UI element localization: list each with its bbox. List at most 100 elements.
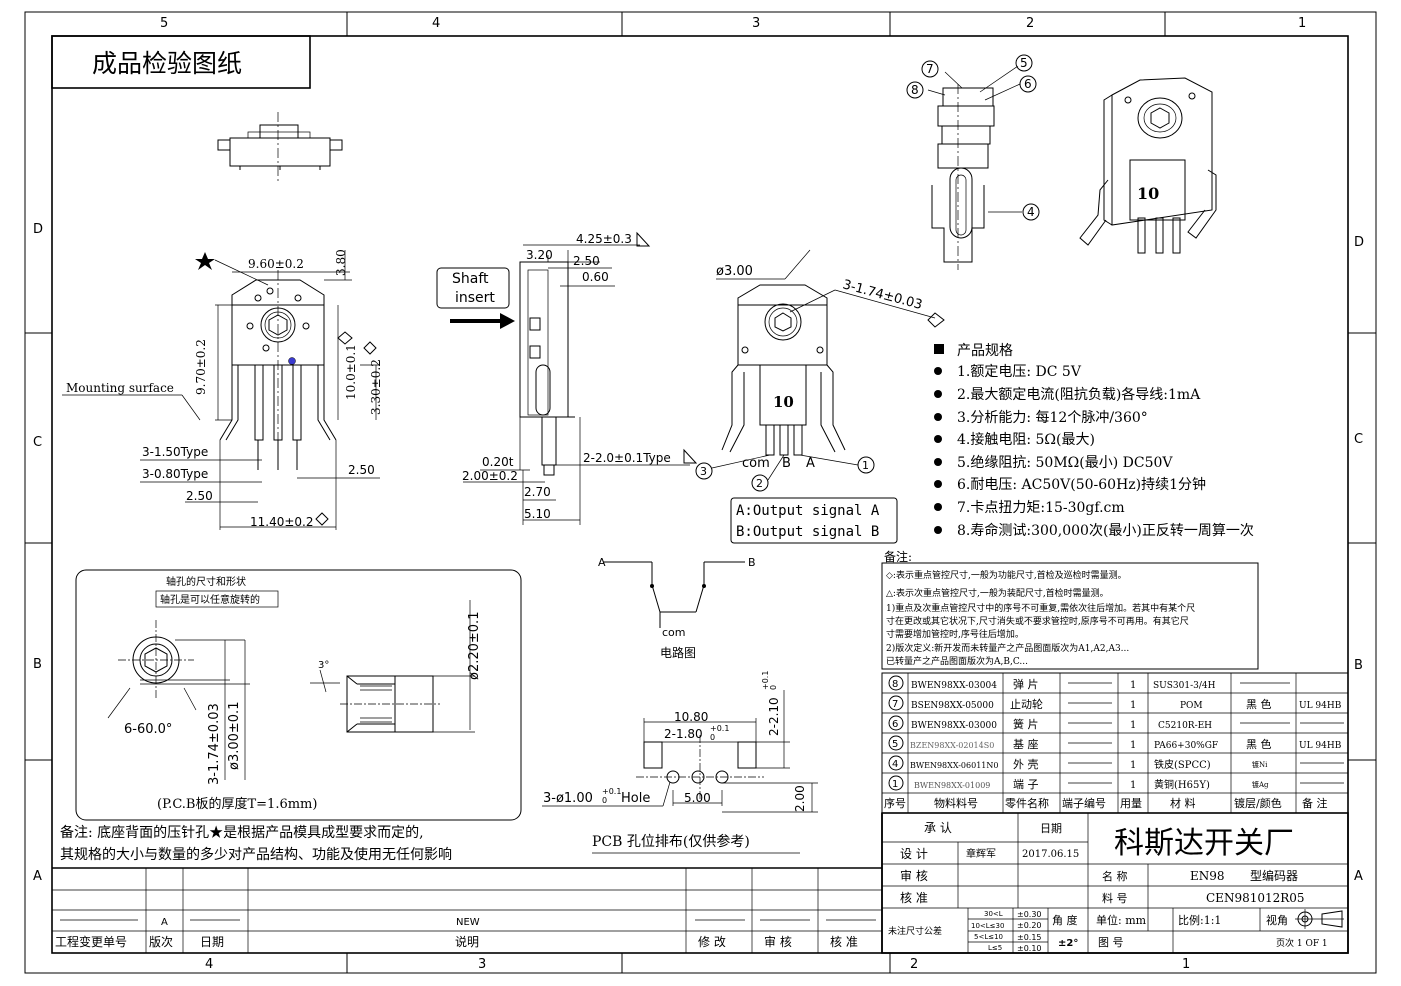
bom-row-6-no: 1 — [892, 779, 898, 790]
pcb-dim-2-210-tol-lower: 0 — [769, 685, 778, 690]
pcb-dim-2-210-tol-upper: +0.1 — [761, 671, 770, 690]
bom-row-4-rem: UL 94HB — [1299, 741, 1342, 751]
pcb-dim-1080: 10.80 — [674, 710, 708, 724]
hole-dim-220: ø2.20±0.1 — [467, 612, 482, 680]
rev-header-version: 版次 — [149, 935, 173, 949]
spec-item-8: 8.寿命测试:300,000次(最小)正反转一周算一次 — [957, 522, 1254, 539]
note-line-3: 1)重点及次重点管控尺寸中的序号不可重复,需依次往后增加。若其中有某个尺 — [886, 602, 1195, 614]
bom-row-2-rem: UL 94HB — [1299, 701, 1342, 711]
hole-detail-subtitle: 轴孔是可以任意旋转的 — [160, 593, 260, 606]
output-signal-b: B:Output signal B — [736, 524, 879, 540]
circuit-com-label: com — [662, 626, 686, 639]
rev-header-date: 日期 — [200, 935, 224, 949]
pcb-dim-2-180-tol-lower: 0 — [710, 733, 715, 742]
zone-row-c: C — [33, 435, 42, 450]
hole-detail-title: 轴孔的尺寸和形状 — [166, 575, 246, 588]
zone-col-5: 5 — [160, 16, 168, 31]
hole-dim-174: 3-1.74±0.03 — [207, 703, 222, 785]
tb-angle-value: ±2° — [1058, 938, 1078, 949]
pcb-dim-200: 2.00 — [793, 785, 807, 812]
tb-tol-val-4: ±0.10 — [1017, 944, 1042, 953]
spec-item-4: 4.接触电阻: 5Ω(最大) — [957, 431, 1095, 448]
bom-row-1-name: 弹 片 — [1013, 677, 1039, 691]
pcb-hole-dim: 3-ø1.00 — [543, 791, 593, 806]
hole-detail-drawing — [107, 600, 475, 780]
title-box — [51, 35, 311, 89]
bom-row-4-pn: BZEN98XX-02014S0 — [910, 741, 994, 750]
bom-row-4-qty: 1 — [1130, 740, 1136, 751]
exploded-view-drawing — [906, 54, 1040, 270]
bom-header-pn: 物料料号 — [934, 796, 978, 810]
mounting-surface-label: Mounting surface — [66, 381, 174, 395]
bom-row-2-mat: POM — [1180, 701, 1203, 711]
note-line-4: 寸在更改或其它状况下,尺寸消失或不要求管控时,原序号不可再用。有其它尺 — [886, 615, 1189, 627]
bom-row-6-color: 镀Ag — [1252, 780, 1269, 789]
pcb-thickness: (P.C.B板的厚度T=1.6mm) — [157, 796, 317, 812]
spec-block — [934, 344, 944, 534]
pcb-dim-2-180-tol-upper: +0.1 — [710, 724, 729, 733]
zone-col-4: 4 — [432, 16, 440, 31]
bom-row-3-qty: 1 — [1130, 720, 1136, 731]
rev-header-desc: 说明 — [455, 934, 479, 949]
circuit-diagram — [603, 561, 745, 628]
tb-tol-range-4: L≤5 — [988, 944, 1002, 952]
tb-design-label: 设 计 — [900, 847, 928, 861]
top-view-drawing — [217, 112, 343, 182]
pcb-dim-2-210: 2-2.10 — [767, 697, 781, 736]
bom-row-4-name: 基 座 — [1013, 737, 1039, 751]
dim-425: 4.25±0.3 — [576, 232, 632, 246]
spec-item-5: 5.绝缘阻抗: 50MΩ(最小) DC50V — [957, 455, 1173, 471]
remark-line-1: 备注: 底座背面的压针孔★是根据产品模具成型要求而定的, — [60, 824, 424, 841]
note-line-2: △:表示次重点管控尺寸,一般为装配尺寸,首检时需量测。 — [886, 587, 1109, 599]
bom-row-5-mat: 铁皮(SPCC) — [1154, 758, 1211, 771]
hole-detail-box — [75, 569, 522, 821]
bom-row-2-pn: BSEN98XX-05000 — [911, 701, 994, 711]
dim-080-type: 3-0.80Type — [142, 467, 208, 481]
spec-item-1: 1.额定电压: DC 5V — [957, 364, 1082, 380]
bom-header-terminal: 端子编号 — [1062, 796, 1106, 810]
note-line-1: ◇:表示重点管控尺寸,一般为功能尺寸,首检及巡检时需量测。 — [886, 569, 1127, 581]
side-view-drawing — [450, 231, 698, 525]
tb-tol-val-1: ±0.30 — [1017, 910, 1042, 919]
dim-200: 2.00±0.2 — [462, 469, 518, 483]
body-marking-10: 10 — [773, 393, 794, 411]
zone-col-b3: 3 — [478, 957, 486, 972]
dim-970: 9.70±0.2 — [194, 339, 208, 395]
note-line-7: 已转量产之产品图面版次为A,B,C... — [886, 655, 1028, 667]
pin-3: 3 — [700, 465, 707, 478]
bom-row-5-qty: 1 — [1130, 760, 1136, 771]
pin-b-label: B — [782, 456, 791, 471]
dim-dia-300: ø3.00 — [716, 264, 753, 279]
zone-ticks — [25, 12, 1376, 973]
hole-dim-300: ø3.00±0.1 — [227, 702, 242, 770]
circuit-b-label: B — [748, 556, 756, 569]
drawing-title: 成品检验图纸 — [92, 49, 242, 78]
bom-row-5-color: 镀Ni — [1252, 760, 1268, 769]
dim-320: 3.20 — [526, 248, 553, 262]
bom-header-remark: 备 注 — [1302, 796, 1328, 810]
bom-header-name: 零件名称 — [1005, 796, 1049, 810]
tb-part-label: 料 号 — [1102, 891, 1128, 905]
revision-block-grid — [52, 813, 883, 953]
tb-product-type: 型编码器 — [1250, 868, 1298, 883]
tb-page: 页次 1 OF 1 — [1276, 937, 1328, 949]
pcb-hole-tol-lower: 0 — [602, 796, 607, 805]
bom-header-material: 材 料 — [1170, 796, 1196, 810]
back-view-drawing — [695, 249, 945, 492]
bom-row-1-mat: SUS301-3/4H — [1153, 681, 1216, 691]
tb-name-label: 名 称 — [1102, 869, 1128, 883]
zone-row-a-right: A — [1354, 869, 1363, 884]
dim-270: 2.70 — [524, 485, 551, 499]
remark-line-2: 其规格的大小与数量的多少对产品结构、功能及使用无任何影响 — [60, 846, 452, 863]
circuit-a-label: A — [598, 556, 606, 569]
bom-row-2-no: 7 — [892, 699, 898, 710]
notes-box — [881, 562, 1259, 670]
bom-row-3-pn: BWEN98XX-03000 — [911, 721, 997, 731]
pin-2: 2 — [756, 477, 763, 490]
tb-tol-val-2: ±0.20 — [1017, 921, 1042, 930]
dim-2020-type: 2-2.0±0.1Type — [583, 451, 671, 465]
tb-scale: 比例:1:1 — [1178, 913, 1221, 927]
zone-row-d-right: D — [1354, 235, 1364, 250]
dim-250-right: 2.50 — [348, 463, 375, 477]
